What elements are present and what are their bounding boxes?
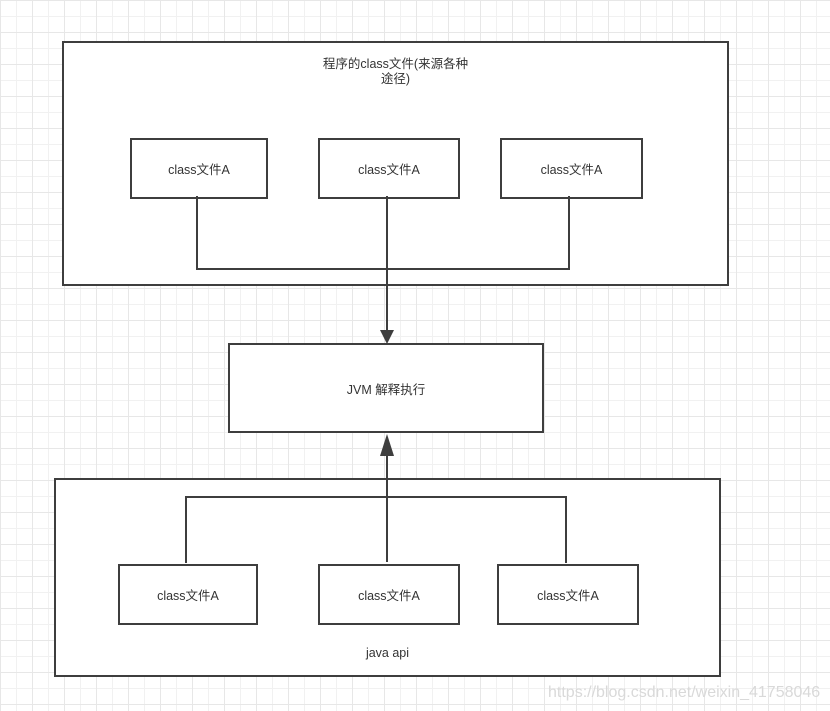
class-file-label: class文件A [358,589,420,603]
class-file-box-top-1: class文件A [130,138,268,199]
jvm-box: JVM 解释执行 [228,343,544,433]
class-file-box-bottom-2: class文件A [318,564,460,625]
class-file-label: class文件A [168,163,230,177]
top-group-title: 程序的class文件(来源各种 途径) [64,57,727,87]
class-file-box-top-3: class文件A [500,138,643,199]
class-file-box-bottom-1: class文件A [118,564,258,625]
arrow-down-head-icon [380,330,394,344]
top-group-box: 程序的class文件(来源各种 途径) class文件A class文件A cl… [62,41,729,286]
bottom-group-box: class文件A class文件A class文件A java api [54,478,721,677]
watermark-text: https://blog.csdn.net/weixin_41758046 [548,684,821,701]
arrow-up-head-icon [380,434,394,456]
class-file-label: class文件A [157,589,219,603]
class-file-box-bottom-3: class文件A [497,564,639,625]
jvm-label: JVM 解释执行 [346,382,426,397]
class-file-label: class文件A [537,589,599,603]
class-file-box-top-2: class文件A [318,138,460,199]
bottom-group-caption: java api [365,646,410,660]
top-group-title-line2: 途径) [380,72,411,86]
top-group-title-line1: 程序的class文件(来源各种 [322,57,469,71]
class-file-label: class文件A [540,163,603,177]
class-file-label: class文件A [358,163,420,177]
